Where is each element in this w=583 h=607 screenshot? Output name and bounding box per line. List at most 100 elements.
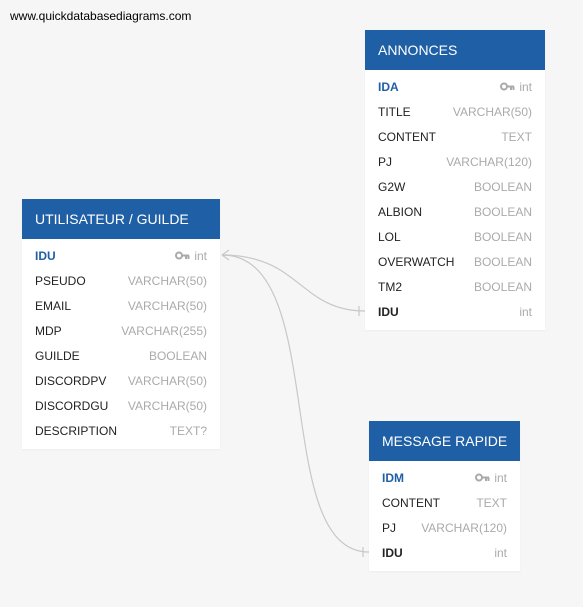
key-icon: [500, 82, 515, 91]
field-name: DESCRIPTION: [35, 423, 118, 438]
field-row-pseudo[interactable]: PSEUDO VARCHAR(50): [22, 268, 220, 293]
field-name: PJ: [382, 520, 397, 535]
field-type-label: VARCHAR(50): [127, 373, 207, 388]
watermark: www.quickdatabasediagrams.com: [10, 9, 192, 23]
field-name: IDU: [378, 304, 399, 319]
field-type-label: int: [494, 545, 507, 560]
field-type: int: [500, 80, 532, 94]
field-type: VARCHAR(50): [128, 374, 207, 388]
field-type: int: [519, 305, 532, 319]
field-type: VARCHAR(120): [446, 155, 532, 169]
field-row-content[interactable]: CONTENT TEXT: [365, 124, 545, 149]
field-type: BOOLEAN: [474, 205, 532, 219]
field-type-label: VARCHAR(50): [127, 273, 207, 288]
field-row-description[interactable]: DESCRIPTION TEXT?: [22, 418, 220, 443]
field-type-label: BOOLEAN: [473, 229, 532, 244]
field-type-label: VARCHAR(120): [446, 154, 532, 169]
crows-foot-icon: [221, 249, 230, 261]
field-row-albion[interactable]: ALBION BOOLEAN: [365, 199, 545, 224]
field-type-label: int: [519, 304, 532, 319]
field-type-label: VARCHAR(120): [421, 520, 507, 535]
field-row-email[interactable]: EMAIL VARCHAR(50): [22, 293, 220, 318]
field-type: VARCHAR(50): [128, 274, 207, 288]
field-type-label: VARCHAR(50): [127, 398, 207, 413]
field-type-label: TEXT: [501, 129, 532, 144]
link-utilisateur-message: [221, 254, 370, 553]
field-row-tm2[interactable]: TM2 BOOLEAN: [365, 274, 545, 299]
field-name: PSEUDO: [35, 273, 86, 288]
field-row-idm[interactable]: IDM int: [369, 465, 520, 490]
field-type: int: [494, 546, 507, 560]
field-row-g2w[interactable]: G2W BOOLEAN: [365, 174, 545, 199]
field-row-mdp[interactable]: MDP VARCHAR(255): [22, 318, 220, 343]
field-type: BOOLEAN: [149, 349, 207, 363]
field-type-label: BOOLEAN: [148, 348, 207, 363]
field-name: G2W: [378, 179, 406, 194]
field-type: VARCHAR(50): [128, 399, 207, 413]
field-name: MDP: [35, 323, 62, 338]
field-name: IDA: [378, 79, 399, 94]
field-row-pj[interactable]: PJ VARCHAR(120): [369, 515, 520, 540]
field-type-label: VARCHAR(255): [121, 323, 207, 338]
field-row-idu[interactable]: IDU int: [22, 243, 220, 268]
field-type-label: TEXT: [476, 495, 507, 510]
field-type-label: int: [519, 79, 532, 94]
field-row-pj[interactable]: PJ VARCHAR(120): [365, 149, 545, 174]
field-name: DISCORDPV: [35, 373, 107, 388]
field-type: BOOLEAN: [474, 230, 532, 244]
field-name: CONTENT: [382, 495, 440, 510]
field-type: BOOLEAN: [474, 180, 532, 194]
field-type-label: VARCHAR(50): [127, 298, 207, 313]
field-name: PJ: [378, 154, 393, 169]
field-type-label: BOOLEAN: [473, 279, 532, 294]
field-name: GUILDE: [35, 348, 80, 363]
field-row-idu[interactable]: IDU int: [365, 299, 545, 324]
field-row-discordpv[interactable]: DISCORDPV VARCHAR(50): [22, 368, 220, 393]
link-utilisateur-annonces: [221, 254, 366, 312]
key-icon: [475, 473, 490, 482]
field-type-label: BOOLEAN: [473, 254, 532, 269]
field-row-guilde[interactable]: GUILDE BOOLEAN: [22, 343, 220, 368]
field-type-label: TEXT?: [169, 423, 207, 438]
field-name: ALBION: [378, 204, 423, 219]
table-header[interactable]: ANNONCES: [365, 30, 545, 70]
field-row-idu[interactable]: IDU int: [369, 540, 520, 565]
field-name: OVERWATCH: [378, 254, 455, 269]
field-type: VARCHAR(50): [453, 105, 532, 119]
field-type-label: int: [494, 470, 507, 485]
field-type-label: VARCHAR(50): [452, 104, 532, 119]
field-row-overwatch[interactable]: OVERWATCH BOOLEAN: [365, 249, 545, 274]
field-type: VARCHAR(50): [128, 299, 207, 313]
field-name: IDU: [382, 545, 403, 560]
field-name: CONTENT: [378, 129, 436, 144]
field-type: BOOLEAN: [474, 255, 532, 269]
table-header[interactable]: MESSAGE RAPIDE: [369, 421, 520, 461]
field-name: TM2: [378, 279, 402, 294]
field-type-label: BOOLEAN: [473, 204, 532, 219]
field-row-lol[interactable]: LOL BOOLEAN: [365, 224, 545, 249]
field-type: BOOLEAN: [474, 280, 532, 294]
field-name: IDU: [35, 248, 56, 263]
key-icon: [175, 251, 190, 260]
field-type-label: int: [194, 248, 207, 263]
field-type: VARCHAR(255): [121, 324, 207, 338]
field-row-content[interactable]: CONTENT TEXT: [369, 490, 520, 515]
field-row-ida[interactable]: IDA int: [365, 74, 545, 99]
field-name: LOL: [378, 229, 401, 244]
field-type: int: [175, 249, 207, 263]
field-type: TEXT: [501, 130, 532, 144]
field-name: EMAIL: [35, 298, 72, 313]
field-type: TEXT?: [170, 424, 207, 438]
field-name: IDM: [382, 470, 404, 485]
field-type: int: [475, 471, 507, 485]
table-header[interactable]: UTILISATEUR / GUILDE: [22, 199, 220, 239]
